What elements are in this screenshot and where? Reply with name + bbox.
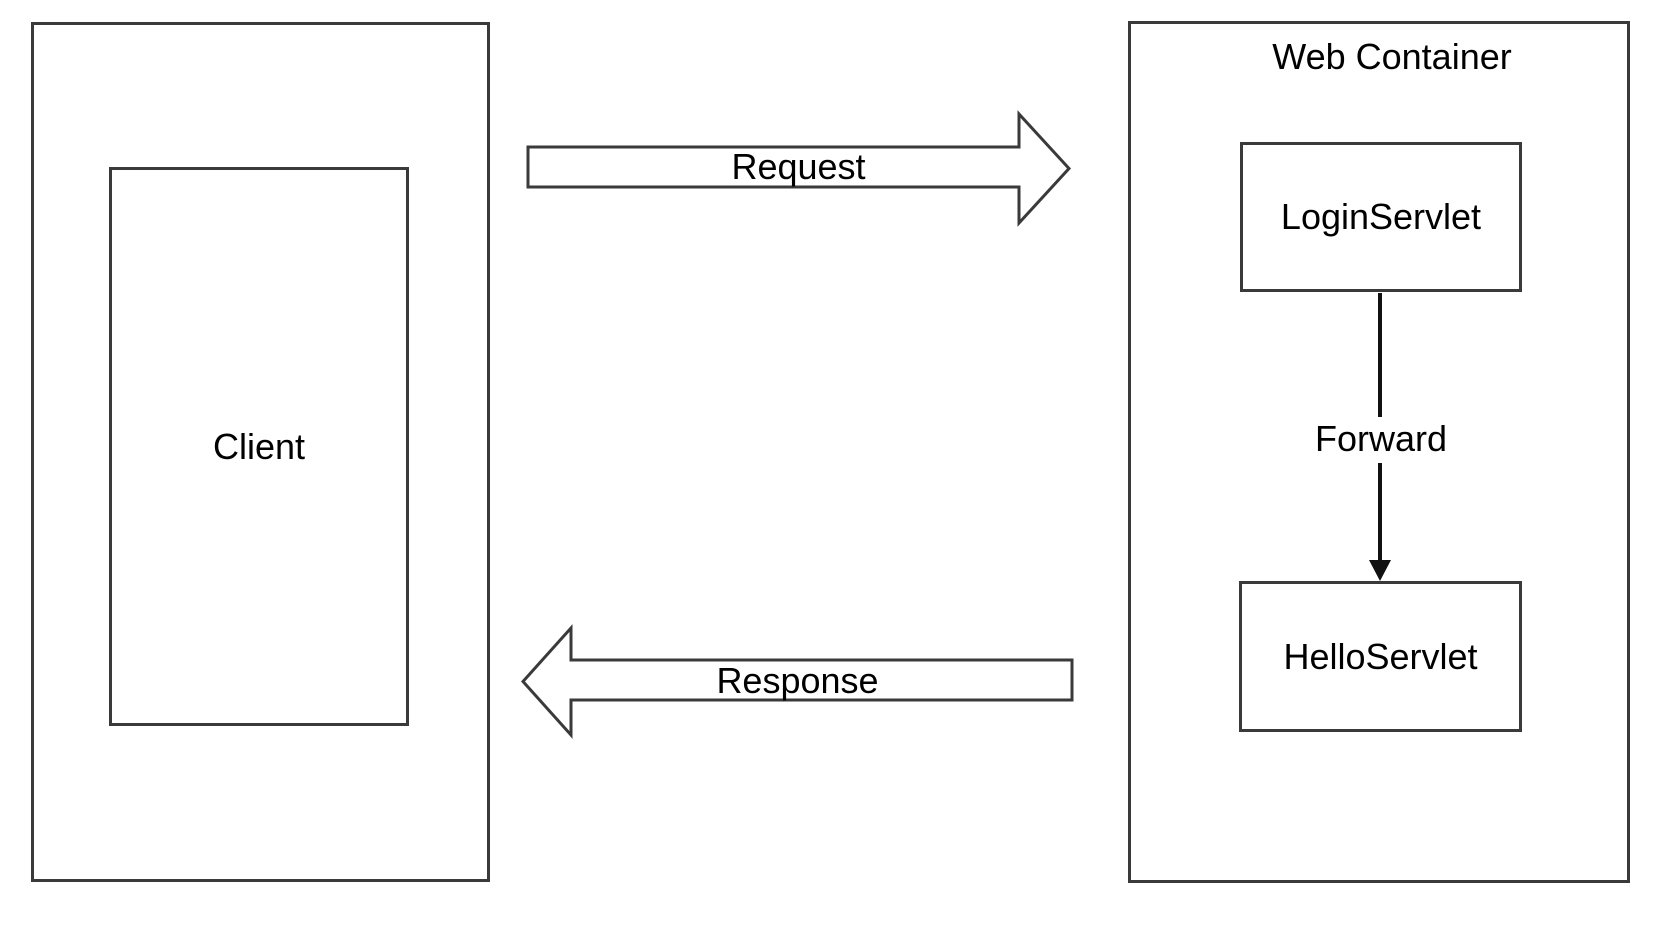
forward-line-upper-segment [1378,293,1382,417]
response-label: Response [716,660,879,701]
client-box: Client [109,167,409,726]
web-container-title: Web Container [1272,36,1512,77]
forward-arrow-label-area: Forward [1296,417,1466,461]
response-arrow-icon [520,624,1074,739]
login-servlet-box: LoginServlet [1240,142,1522,292]
response-arrow-label-area: Response [523,660,1072,702]
login-servlet-label: LoginServlet [1280,196,1482,237]
forward-label: Forward [1314,418,1448,459]
client-label: Client [212,425,306,467]
request-arrow-icon [526,110,1072,227]
forward-arrowhead-icon [1369,560,1391,581]
request-label: Request [731,146,866,187]
forward-line-lower-segment [1378,463,1382,561]
hello-servlet-label: HelloServlet [1283,635,1478,677]
request-arrow-label-area: Request [528,146,1069,188]
hello-servlet-box: HelloServlet [1239,581,1522,732]
